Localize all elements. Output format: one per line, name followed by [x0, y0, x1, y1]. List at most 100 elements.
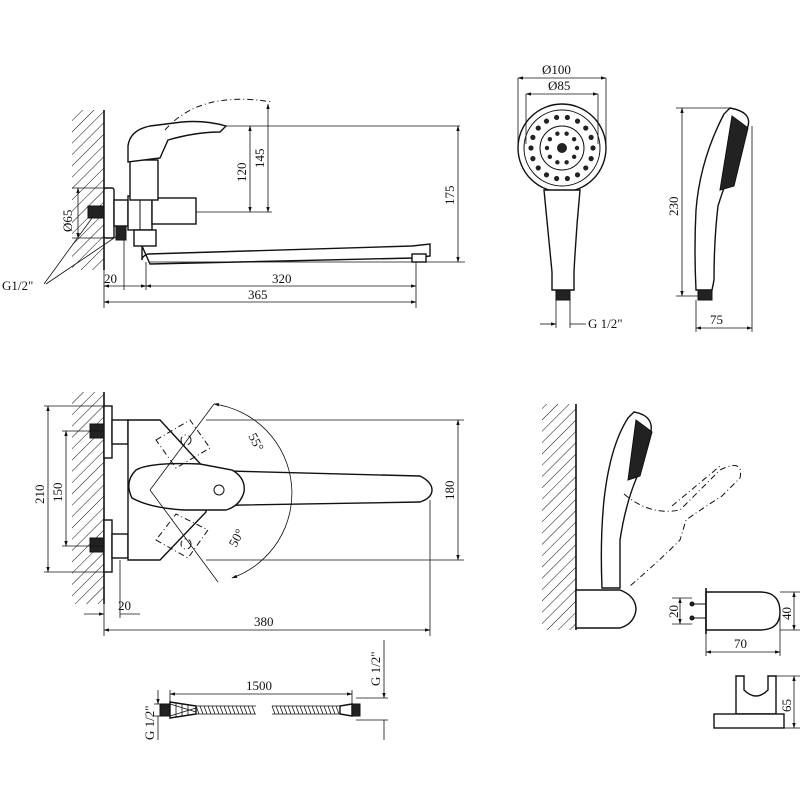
nozzle	[571, 154, 577, 160]
wall-hatch	[72, 110, 104, 270]
spout-top	[187, 469, 433, 507]
hose-thread-right: G 1/2"	[368, 651, 383, 686]
side-thread	[697, 289, 713, 301]
nozzle	[583, 125, 589, 131]
head-center-ring	[539, 125, 585, 171]
nozzle	[544, 145, 550, 151]
dim-20-top: 20	[118, 598, 131, 613]
holder-dim-40: 40	[779, 607, 794, 620]
nozzle	[547, 154, 553, 160]
holder-detail: 20 40 70 65	[666, 588, 800, 729]
mixer-body-horizontal	[151, 197, 197, 225]
nozzle	[564, 175, 570, 182]
hose-left-fitting	[159, 703, 171, 717]
lever-open-dash	[164, 98, 273, 131]
hose-right-nut	[339, 703, 353, 717]
spray-face-mounted	[627, 419, 653, 481]
dim-380: 380	[254, 614, 274, 629]
mixer-top-view: 55° 50° 210 150 180 20 380	[32, 392, 464, 636]
hose-coils-left	[195, 705, 256, 715]
spray-face-side	[719, 115, 749, 191]
thread-label-head: G 1/2"	[588, 316, 623, 331]
holder-dim-70: 70	[734, 636, 747, 651]
hose-dim-1500: 1500	[246, 678, 272, 693]
nozzle	[543, 172, 550, 178]
nozzle	[588, 156, 594, 162]
hose-coils-right	[271, 705, 340, 715]
nozzle	[530, 134, 536, 140]
flange-lower	[103, 519, 113, 573]
dim-180: 180	[442, 481, 457, 501]
nozzle	[590, 145, 596, 151]
nozzle	[564, 131, 569, 136]
shower-hose: 1500 G 1/2" G 1/2"	[142, 640, 388, 740]
nozzle	[574, 172, 581, 178]
nozzle	[555, 131, 560, 136]
dim-120: 120	[234, 163, 249, 183]
shower-head-front: Ø100 Ø85 G 1/2"	[517, 62, 623, 331]
eccentric-lower	[111, 533, 129, 559]
dim-175: 175	[442, 186, 457, 206]
nozzle	[555, 160, 560, 165]
nozzle	[574, 118, 581, 124]
dim-145: 145	[252, 149, 267, 169]
nozzle	[588, 134, 594, 140]
mixer-cartridge-housing	[129, 159, 159, 201]
lever-rot-down	[155, 513, 209, 559]
nozzle	[554, 114, 560, 121]
handle-thread	[555, 289, 571, 301]
dim-320: 320	[272, 271, 292, 286]
eccentric-connector	[113, 199, 129, 227]
dim-20-side: 20	[104, 271, 117, 286]
dim-230: 230	[666, 197, 681, 217]
mixer-side-view: 120 145 175 Ø65 20 320 365 G1/2"	[2, 98, 465, 308]
wall-flange	[103, 187, 115, 239]
lever-handle	[127, 120, 228, 163]
nozzle	[535, 165, 541, 171]
thread-stub-lower	[115, 225, 127, 241]
handle-front	[543, 189, 581, 291]
nozzle	[535, 125, 541, 131]
nozzle	[528, 145, 534, 151]
nozzle	[547, 136, 553, 142]
holder-dim-65: 65	[779, 699, 794, 712]
eccentric-upper	[111, 419, 129, 445]
holder-clip	[735, 675, 777, 715]
nozzle	[564, 160, 569, 165]
dim-d85: Ø85	[548, 78, 570, 93]
angle-55: 55°	[245, 430, 267, 453]
nozzle	[571, 136, 577, 142]
spout-collar	[133, 229, 157, 247]
angle-50: 50°	[225, 526, 247, 549]
nozzle	[583, 165, 589, 171]
hose-left-cone	[169, 701, 197, 719]
dim-d65: Ø65	[60, 210, 75, 232]
dim-d100: Ø100	[542, 62, 571, 77]
dim-75: 75	[710, 312, 723, 327]
dim-365: 365	[248, 287, 268, 302]
thread-stub	[87, 205, 105, 219]
shower-tilt-dash	[623, 465, 742, 587]
shower-head-side: 230 75	[666, 107, 753, 332]
nozzle	[564, 114, 570, 121]
thread-lower	[89, 537, 105, 553]
nozzle	[554, 175, 560, 182]
nozzle	[543, 118, 550, 124]
holder-dim-20: 20	[666, 605, 681, 618]
holder-detail-body	[705, 591, 781, 631]
nozzle-center	[557, 143, 567, 153]
holder-bracket	[575, 589, 637, 629]
spout	[141, 243, 431, 265]
thread-label-side: G1/2"	[2, 278, 33, 293]
aerator	[411, 253, 427, 263]
nozzle-group	[528, 114, 596, 182]
flange-upper	[103, 405, 113, 459]
lever-rot-up	[155, 419, 211, 469]
dim-210: 210	[32, 485, 47, 505]
nozzle	[530, 156, 536, 162]
hose-thread-left: G 1/2"	[142, 705, 157, 740]
hose-right-fitting	[351, 703, 361, 717]
holder-base-plate	[713, 713, 785, 729]
lever-top	[128, 462, 245, 511]
